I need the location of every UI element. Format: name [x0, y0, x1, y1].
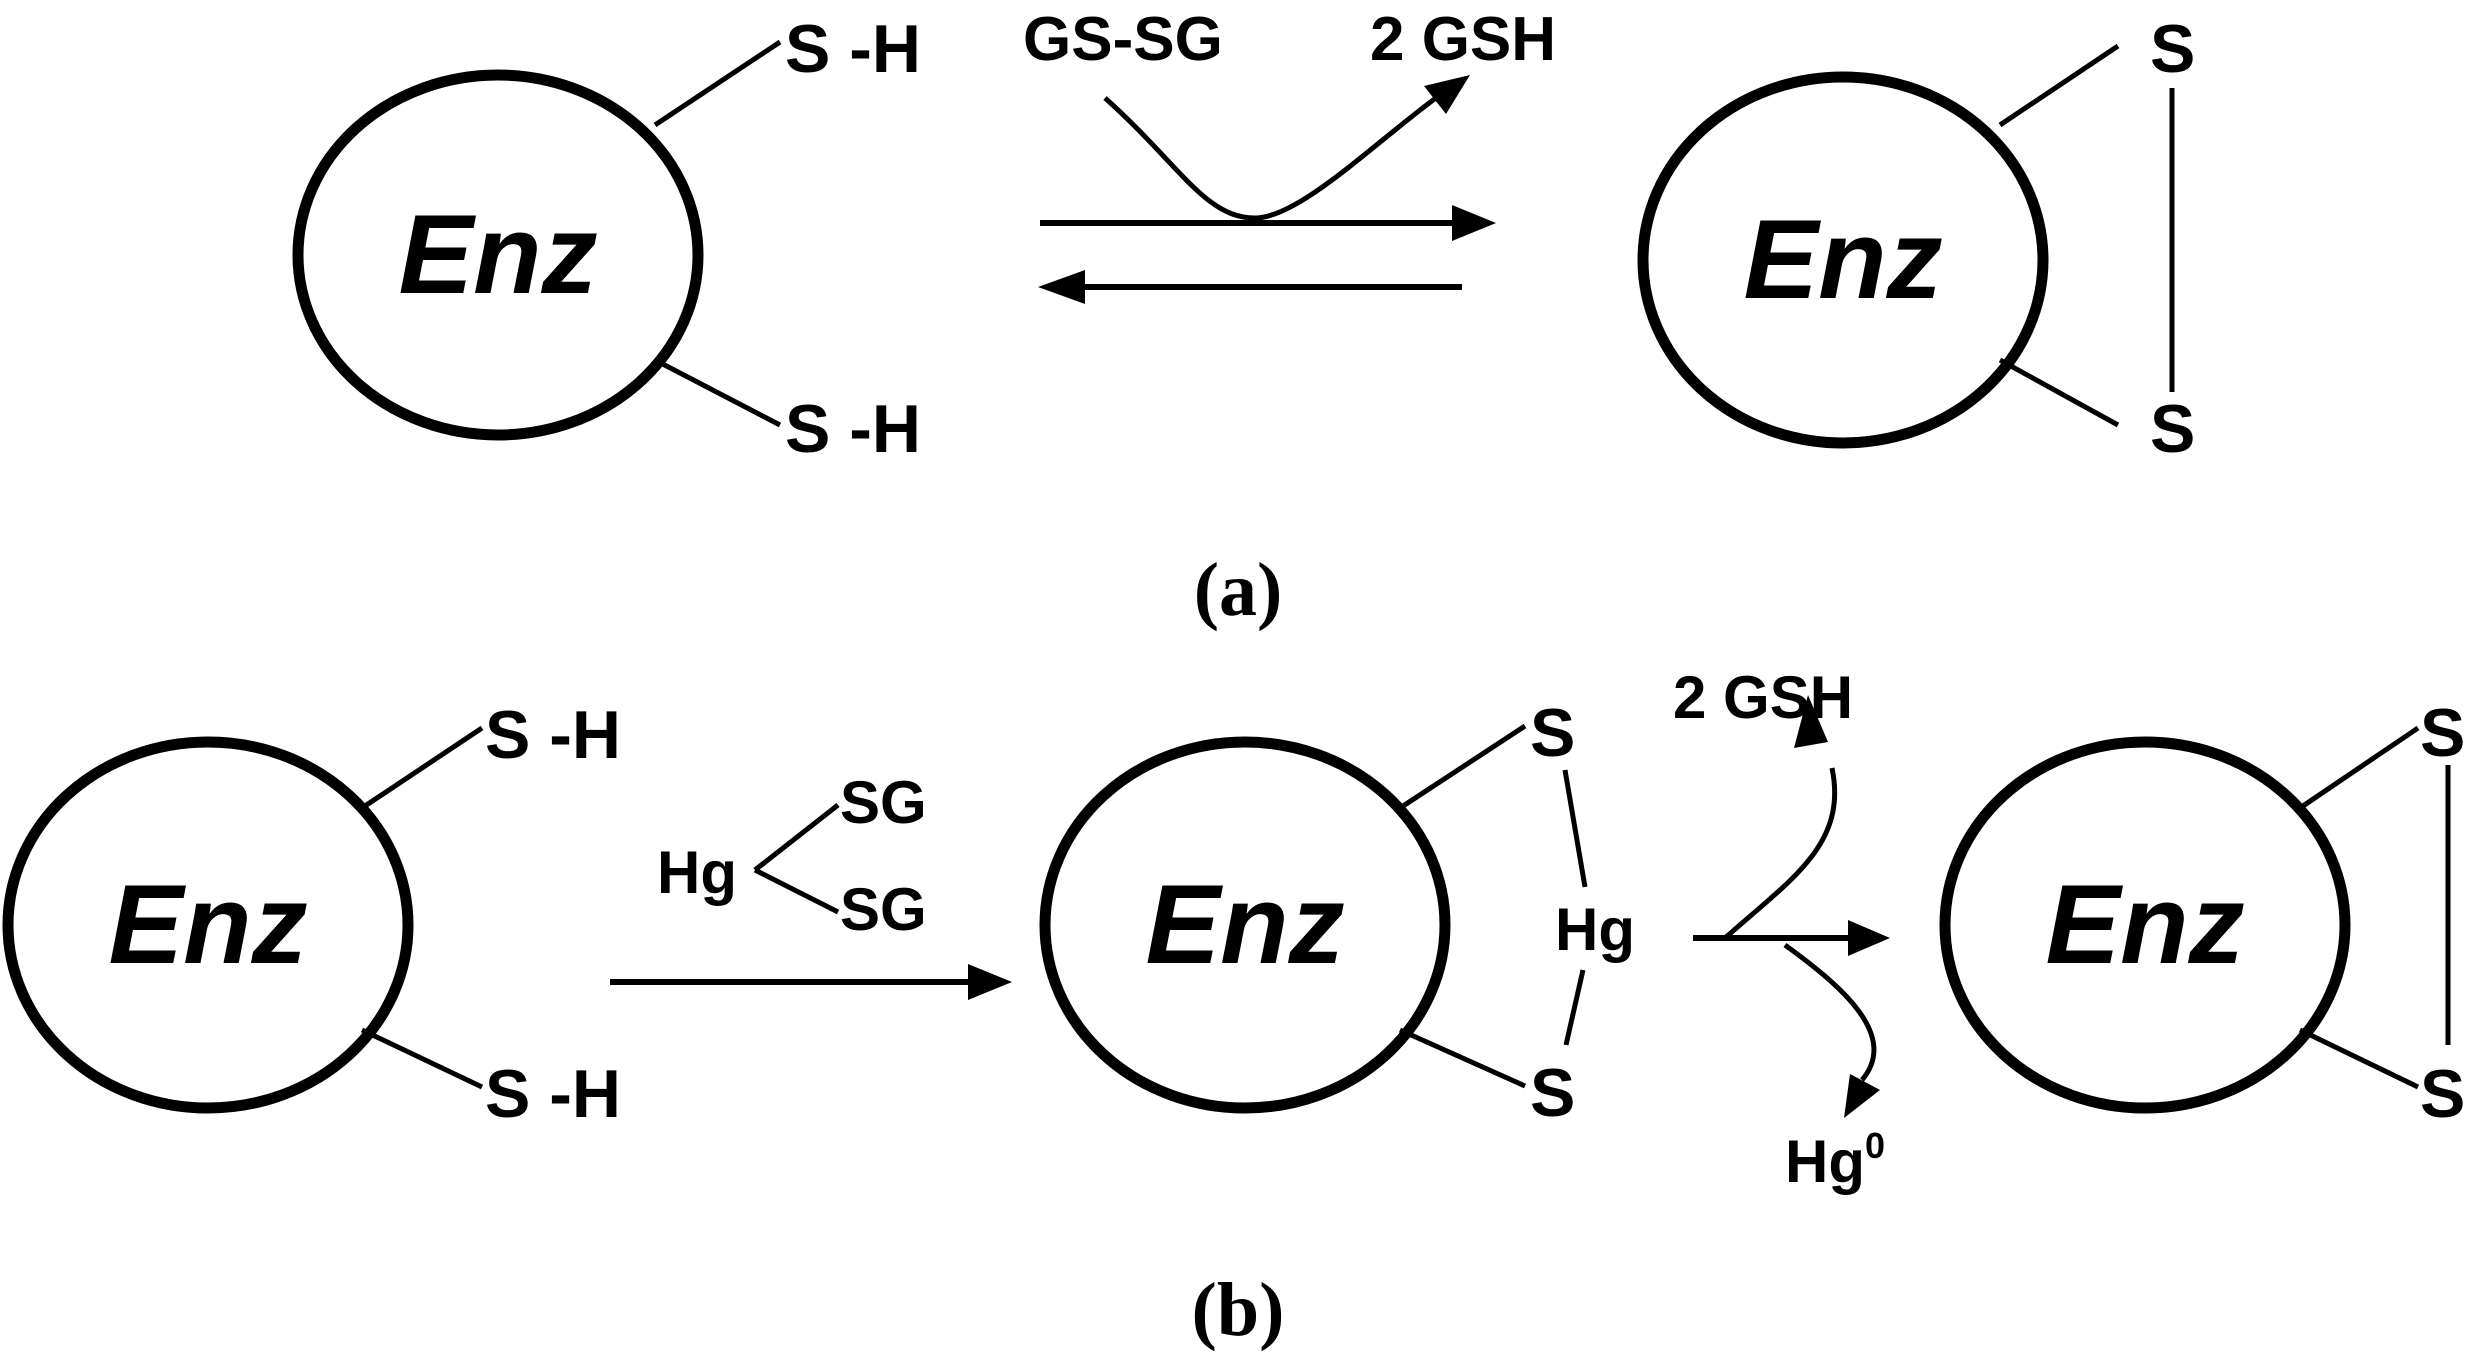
reverse-arrow-head — [1038, 270, 1085, 304]
enzyme-oxidized-b: Enz S S — [1939, 695, 2465, 1132]
s-hg-bond-top — [1562, 769, 1588, 888]
thiol-bond-top — [360, 725, 484, 811]
thiol-top-label: S -H — [485, 697, 621, 773]
sg-bottom-label: SG — [840, 876, 927, 943]
hg-sg-bond-top — [753, 803, 840, 872]
sulfur-bond-bottom — [1998, 357, 2120, 428]
caption-b: (b) — [1192, 1268, 1285, 1352]
enzyme-label: Enz — [398, 192, 597, 317]
hg-bridge-label: Hg — [1555, 896, 1635, 963]
sulfur-bottom-label: S — [2150, 391, 2195, 467]
hg0-symbol: Hg — [1785, 1128, 1865, 1195]
sulfur-bottom-label: S — [1530, 1055, 1575, 1131]
sulfur-top-label: S — [2150, 11, 2195, 87]
enzyme-label: Enz — [1743, 197, 1942, 322]
sulfur-bottom-label: S — [2420, 1056, 2465, 1132]
sulfur-top-label: S — [1530, 695, 1575, 771]
enzyme-label: Enz — [108, 862, 307, 987]
enzyme-circle — [1637, 71, 2049, 449]
sg-top-label: SG — [840, 769, 927, 836]
thiol-bond-bottom — [360, 1027, 484, 1090]
enzyme-label: Enz — [1145, 862, 1344, 987]
thiol-top-label: S -H — [785, 11, 921, 87]
hg-sg-bond-bottom — [753, 867, 840, 915]
gsh-label: 2 GSH — [1673, 664, 1853, 731]
sulfur-bond-top — [1398, 723, 1527, 811]
hg-label: Hg — [657, 839, 737, 906]
panel-b: Enz S -H S -H Hg SG SG Enz S S Hg — [2, 664, 2465, 1352]
gsh-arrow-head — [1424, 75, 1470, 114]
panel-a: Enz S -H S -H GS-SG 2 GSH Enz S S — [292, 5, 2195, 632]
enzyme-reduced-a: Enz S -H S -H — [292, 11, 921, 467]
gsh-release-head — [1794, 695, 1828, 748]
hg0-release-curve — [1783, 942, 1877, 1082]
thiol-bottom-label: S -H — [785, 391, 921, 467]
thiol-bond-top — [653, 39, 782, 128]
enzyme-circle — [1939, 736, 2351, 1114]
enzyme-circle — [2, 736, 414, 1114]
sulfur-bond-top — [1998, 43, 2120, 128]
sulfur-top-label: S — [2420, 695, 2465, 771]
sulfur-bond-bottom — [2298, 1027, 2420, 1090]
enzyme-oxidized-a: Enz S S — [1637, 11, 2195, 467]
enzyme-circle — [292, 69, 704, 441]
sulfur-bond-top — [2298, 725, 2420, 811]
gsh-release-curve — [1723, 767, 1838, 940]
enzyme-label: Enz — [2045, 862, 2244, 987]
mercury-glutathione-reagent: Hg SG SG — [610, 769, 1012, 1000]
forward-arrow-head — [1452, 205, 1496, 241]
hg0-release-head — [1844, 1074, 1880, 1118]
caption-a: (a) — [1194, 548, 1283, 632]
gsh-label: 2 GSH — [1370, 5, 1556, 74]
enzyme-mercury-complex: Enz S S Hg — [1039, 695, 1635, 1131]
hg0-label: Hg0 — [1785, 1125, 1885, 1195]
reaction-arrow-head — [968, 964, 1012, 1000]
gssg-curve — [1103, 92, 1442, 221]
thiol-bond-bottom — [653, 357, 782, 428]
equilibrium-arrows: GS-SG 2 GSH — [1023, 5, 1556, 304]
reduction-arrow: 2 GSH Hg0 — [1673, 664, 1890, 1195]
enzyme-reduced-b: Enz S -H S -H — [2, 697, 621, 1132]
thiol-bottom-label: S -H — [485, 1056, 621, 1132]
reduction-arrow-head — [1848, 920, 1890, 956]
gssg-label: GS-SG — [1023, 5, 1223, 74]
enzyme-circle — [1039, 736, 1451, 1114]
s-hg-bond-bottom — [1563, 969, 1586, 1046]
sulfur-bond-bottom — [1398, 1027, 1527, 1089]
hg0-superscript: 0 — [1865, 1125, 1885, 1166]
